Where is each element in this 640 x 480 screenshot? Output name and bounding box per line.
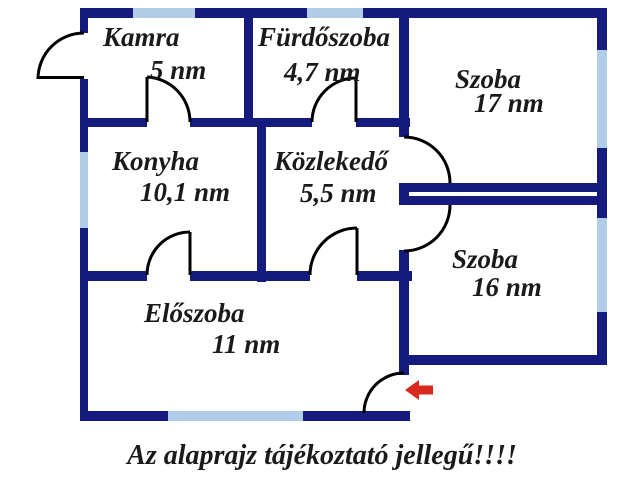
wall-eloszoba-top2 — [190, 271, 310, 281]
window-eloszoba — [168, 411, 303, 421]
door-arc-kozlekedo-eloszoba — [308, 226, 358, 276]
wall-kamra-furdo — [244, 8, 253, 127]
wall-eloszoba-top3 — [357, 271, 412, 281]
room-konyha: Konyha 10,1 nm — [111, 146, 230, 207]
window-kamra — [133, 8, 195, 18]
window-konyha — [80, 152, 88, 228]
door-arc-kamra-konyha — [146, 75, 192, 123]
door-arc-szoba17 — [403, 135, 452, 184]
room-kozlekedo: Közlekedő 5,5 nm — [273, 146, 389, 208]
room-area: 5 nm — [150, 55, 206, 85]
room-name: Szoba — [452, 244, 518, 274]
room-area: 5,5 nm — [300, 178, 377, 208]
room-labels: Kamra 5 nm Fürdőszoba 4,7 nm Szoba 17 nm… — [102, 22, 544, 359]
door-arc-entrance — [362, 371, 405, 414]
room-name: Előszoba — [143, 298, 245, 328]
windows — [80, 8, 607, 421]
wall-mid-a1 — [80, 118, 147, 127]
room-eloszoba: Előszoba 11 nm — [143, 298, 280, 359]
room-area: 16 nm — [472, 272, 542, 302]
wall-szoba16-bottom — [402, 355, 607, 365]
entrance-arrow-icon — [405, 380, 433, 400]
window-furdoszoba — [307, 8, 363, 18]
wall-eloszoba-right — [399, 250, 409, 375]
door-arc-konyha-eloszoba — [145, 230, 191, 276]
wall-mid-a3 — [356, 118, 410, 127]
wall-szoba-divider-upper — [404, 183, 602, 192]
room-area: 17 nm — [474, 88, 544, 118]
wall-szoba-divider-lower — [404, 196, 602, 205]
room-name: Fürdőszoba — [257, 22, 390, 52]
interior-walls — [80, 8, 602, 375]
room-szoba-16: Szoba 16 nm — [452, 244, 542, 302]
door-arc-furdoszoba — [310, 76, 357, 123]
room-name: Szoba — [455, 64, 521, 94]
wall-left-upper — [80, 8, 88, 33]
room-furdoszoba: Fürdőszoba 4,7 nm — [257, 22, 390, 87]
disclaimer-text: Az alaprajz tájékoztató jellegű!!!! — [125, 440, 517, 471]
room-area: 11 nm — [212, 329, 280, 359]
room-area: 4,7 nm — [283, 57, 361, 87]
wall-kozlekedo-right1 — [399, 8, 409, 137]
door-arc-szoba16 — [403, 204, 452, 253]
room-name: Kamra — [102, 22, 180, 52]
wall-kozlekedo-right2 — [399, 183, 409, 205]
wall-eloszoba-top1 — [87, 271, 147, 281]
wall-left-lower — [80, 79, 88, 421]
door-arc-kamra-exterior — [36, 31, 85, 80]
room-name: Konyha — [111, 146, 199, 176]
window-szoba16 — [597, 218, 607, 312]
room-kamra: Kamra 5 nm — [102, 22, 206, 85]
doors — [36, 31, 452, 414]
room-area: 10,1 nm — [140, 177, 230, 207]
wall-konyha-kozlekedo — [257, 118, 266, 282]
window-szoba17 — [597, 50, 607, 148]
room-name: Közlekedő — [273, 146, 389, 176]
room-szoba-17: Szoba 17 nm — [455, 64, 544, 118]
